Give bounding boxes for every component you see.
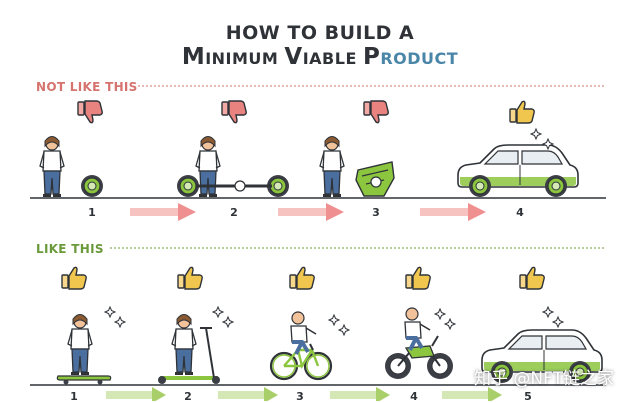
motorcyclist-figure — [403, 306, 432, 352]
thumbs-up-icon-4 — [405, 266, 431, 290]
not-like-this-label: NOT LIKE THIS — [36, 80, 138, 94]
step-number-top-3: 3 — [372, 206, 380, 219]
arrow-green-3 — [330, 387, 390, 401]
skater-figure — [67, 313, 93, 376]
arrow-green-1 — [106, 387, 166, 401]
title-line-2-segment: M — [181, 44, 206, 70]
step-number-bottom-3: 3 — [296, 390, 304, 403]
watermark-text: 知乎 @NFT链之家 — [474, 369, 614, 389]
title-line-1: HOW TO BUILD A — [225, 22, 415, 44]
thumbs-up-icon-top — [509, 100, 535, 124]
sparkle-icon-5a — [542, 306, 554, 318]
sparkle-icon-1b — [114, 316, 126, 328]
title-line-2-segment: P — [362, 44, 381, 70]
like-this-label: LIKE THIS — [36, 242, 104, 256]
sparkle-icon-a — [530, 128, 542, 140]
step-number-bottom-2: 2 — [184, 390, 192, 403]
sparkle-icon-4a — [434, 308, 446, 320]
sparkle-icon-3b — [338, 324, 350, 336]
bicycle-icon — [269, 342, 333, 381]
arrow-green-4 — [442, 387, 502, 401]
thumbs-up-icon-3 — [289, 266, 315, 290]
arrow-red-1 — [130, 203, 196, 221]
arrow-red-3 — [420, 203, 486, 221]
thumbs-up-icon-2 — [177, 266, 203, 290]
sparkle-icon-2b — [222, 316, 234, 328]
skateboard-icon — [56, 375, 112, 385]
person-figure-1 — [39, 135, 65, 198]
title-line-2-segment: INIMUM — [205, 49, 285, 68]
step-number-top-1: 1 — [88, 206, 96, 219]
title-line-2-segment: V — [284, 44, 303, 70]
sparkle-icon-2a — [212, 306, 224, 318]
car-top-wheel-front — [468, 174, 492, 198]
step-number-bottom-4: 4 — [410, 390, 418, 403]
title-line-2-segment: RODUCT — [380, 49, 459, 68]
car-parts-icon — [355, 161, 395, 197]
thumbs-down-icon-1 — [77, 100, 103, 124]
sparkle-icon-3a — [328, 314, 340, 326]
title-line-2: MINIMUM VIABLE PRODUCT — [0, 44, 640, 70]
sparkle-icon-4b — [444, 318, 456, 330]
step-number-top-4: 4 — [516, 206, 524, 219]
title-line-2-segment: IABLE — [302, 49, 363, 68]
person-figure-2 — [195, 135, 221, 198]
arrow-green-2 — [218, 387, 278, 401]
sparkle-icon-5b — [552, 316, 564, 328]
wheel-icon — [80, 174, 104, 198]
step-number-top-2: 2 — [230, 206, 238, 219]
thumbs-down-icon-3 — [363, 100, 389, 124]
car-top-wheel-back — [544, 174, 568, 198]
step-number-bottom-1: 1 — [70, 390, 78, 403]
scooter-rider-figure — [171, 313, 197, 376]
arrow-red-2 — [278, 203, 344, 221]
step-number-bottom-5: 5 — [524, 390, 532, 403]
thumbs-up-icon-1 — [61, 266, 87, 290]
axle-wheel-left-icon — [176, 174, 200, 198]
person-figure-3 — [319, 135, 345, 198]
thumbs-down-icon-2 — [221, 100, 247, 124]
sparkle-icon-1a — [104, 306, 116, 318]
scooter-icon — [158, 327, 220, 384]
thumbs-up-icon-5 — [519, 266, 545, 290]
